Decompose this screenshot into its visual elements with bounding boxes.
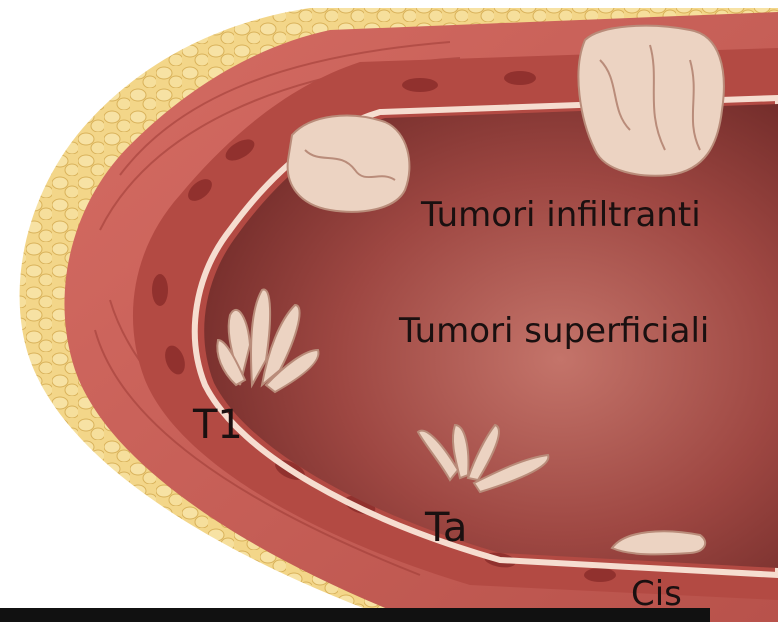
label-cis: Cis [631,577,682,611]
bottom-bar [0,608,710,622]
label-superficial-tumors: Tumori superficiali [399,314,709,348]
tumor-infiltrating-medium [288,116,410,212]
label-t1: T1 [193,405,243,445]
label-infiltrating-tumors: Tumori infiltranti [421,198,701,232]
tumor-infiltrating-large [578,26,723,176]
label-ta: Ta [425,508,467,548]
